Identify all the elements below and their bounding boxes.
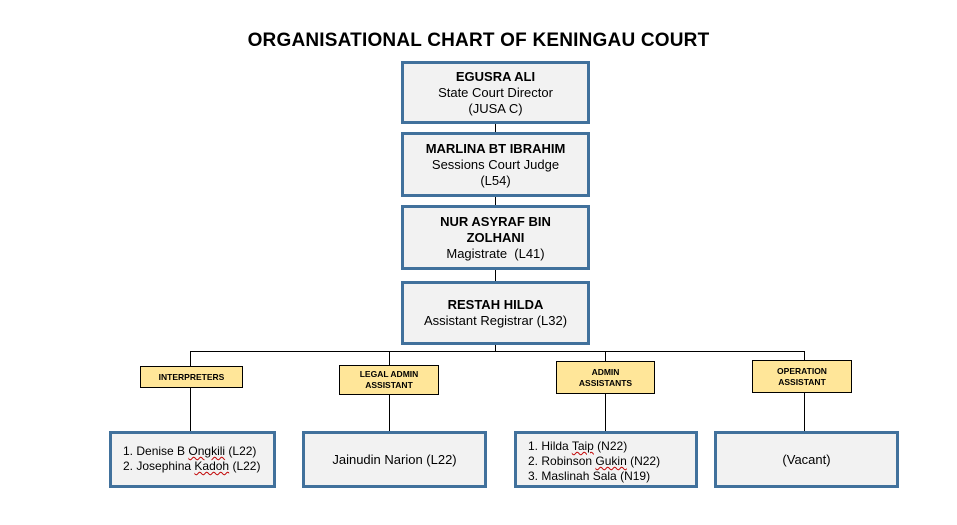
operation-member-box: (Vacant) <box>714 431 899 488</box>
registrar-box: RESTAH HILDA Assistant Registrar (L32) <box>401 281 590 345</box>
member-name: (Vacant) <box>782 452 831 467</box>
director-box: EGUSRA ALI State Court Director (JUSA C) <box>401 61 590 124</box>
bus-line <box>190 351 805 352</box>
connector-line <box>605 394 606 431</box>
grade: (L54) <box>480 172 511 188</box>
chart-title: ORGANISATIONAL CHART OF KENINGAU COURT <box>247 30 710 51</box>
connector-line <box>495 124 496 132</box>
connector-line <box>495 345 496 352</box>
list-item: 2. Josephina Kadoh (L22) <box>123 459 261 473</box>
person-name: ZOLHANI <box>466 229 525 245</box>
person-name: RESTAH HILDA <box>447 297 544 312</box>
person-name: NUR ASYRAF BIN <box>440 213 551 229</box>
member-name: Jainudin Narion (L22) <box>332 452 457 467</box>
position-title: State Court Director <box>438 84 553 100</box>
connector-line <box>605 351 606 361</box>
unit-label-interpreters: INTERPRETERS <box>140 366 243 388</box>
connector-line <box>804 351 805 360</box>
connector-line <box>495 197 496 205</box>
magistrate-box: NUR ASYRAF BIN ZOLHANI Magistrate (L41) <box>401 205 590 270</box>
legal-admin-member-box: Jainudin Narion (L22) <box>302 431 487 488</box>
connector-line <box>389 351 390 365</box>
position-title: Assistant Registrar (L32) <box>423 313 568 328</box>
position-title: Magistrate (L41) <box>446 245 545 261</box>
connector-line <box>495 270 496 281</box>
list-item: 1. Hilda Taip (N22) <box>528 439 628 453</box>
list-item: 1. Denise B Ongkili (L22) <box>123 444 257 458</box>
judge-box: MARLINA BT IBRAHIM Sessions Court Judge … <box>401 132 590 197</box>
unit-label-admin-assistants: ADMIN ASSISTANTS <box>556 361 655 394</box>
list-item: 3. Maslinah Sala (N19) <box>528 469 651 483</box>
admin-assistants-members-box: 1. Hilda Taip (N22) 2. Robinson Gukin (N… <box>514 431 698 488</box>
position-title: Sessions Court Judge <box>431 156 560 172</box>
connector-line <box>190 351 191 366</box>
connector-line <box>804 393 805 431</box>
connector-line <box>190 388 191 431</box>
grade: (JUSA C) <box>468 100 523 116</box>
person-name: EGUSRA ALI <box>455 68 536 84</box>
unit-label-operation-assistant: OPERATION ASSISTANT <box>752 360 852 393</box>
list-item: 2. Robinson Gukin (N22) <box>528 454 661 468</box>
interpreters-members-box: 1. Denise B Ongkili (L22) 2. Josephina K… <box>109 431 276 488</box>
unit-label-legal-admin-assistant: LEGAL ADMIN ASSISTANT <box>339 365 439 395</box>
connector-line <box>389 395 390 431</box>
person-name: MARLINA BT IBRAHIM <box>425 140 566 156</box>
